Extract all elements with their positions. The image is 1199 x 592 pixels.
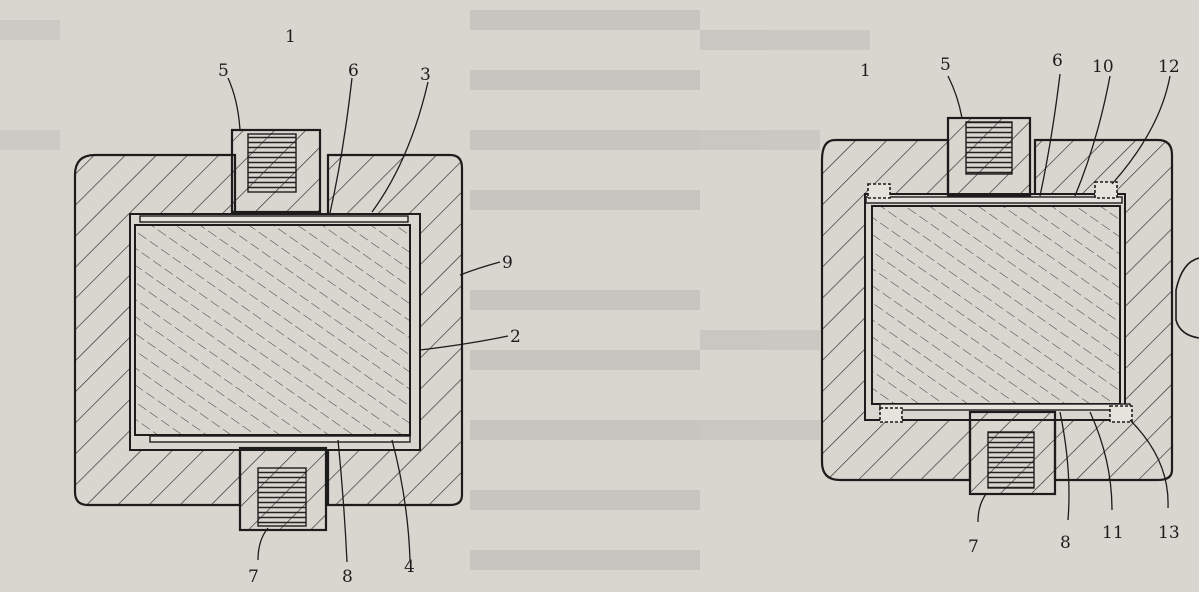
right-label-8: 8 bbox=[1060, 533, 1071, 553]
right-labels: 1 5 6 10 12 7 8 11 13 bbox=[860, 51, 1180, 557]
right-bottom-terminal-thread bbox=[987, 431, 1035, 489]
right-label-5: 5 bbox=[940, 55, 951, 75]
left-label-7: 7 bbox=[248, 567, 259, 587]
right-seal-bottom-left bbox=[879, 407, 903, 423]
right-label-6: 6 bbox=[1052, 51, 1063, 71]
left-top-terminal-thread bbox=[247, 133, 297, 193]
right-ceramic-element bbox=[871, 205, 1121, 405]
left-label-2: 2 bbox=[510, 327, 521, 347]
right-label-13: 13 bbox=[1158, 523, 1180, 543]
left-ceramic-element bbox=[134, 224, 411, 436]
left-label-6: 6 bbox=[348, 61, 359, 81]
left-top-electrode bbox=[139, 215, 409, 223]
right-external-lead bbox=[1175, 257, 1199, 339]
left-labels: 1 5 6 3 9 2 7 8 4 bbox=[218, 27, 521, 587]
left-bottom-electrode bbox=[149, 435, 411, 443]
right-label-11: 11 bbox=[1102, 523, 1124, 543]
left-label-4: 4 bbox=[404, 557, 415, 577]
right-figure bbox=[820, 73, 1199, 523]
right-seal-bottom-right bbox=[1109, 405, 1133, 423]
right-top-terminal-thread bbox=[965, 121, 1013, 175]
left-figure bbox=[73, 77, 509, 563]
right-bottom-electrode bbox=[879, 403, 1131, 411]
bleed-through-texture bbox=[0, 10, 870, 570]
right-seal-top-right bbox=[1094, 181, 1118, 199]
left-label-3: 3 bbox=[420, 65, 431, 85]
left-bottom-terminal-thread bbox=[257, 467, 307, 527]
left-label-1: 1 bbox=[285, 27, 296, 47]
right-label-12: 12 bbox=[1158, 57, 1180, 77]
right-label-7: 7 bbox=[968, 537, 979, 557]
right-label-10: 10 bbox=[1092, 57, 1114, 77]
left-leader-lines bbox=[227, 77, 509, 563]
right-seal-top-left bbox=[867, 183, 891, 199]
left-label-8: 8 bbox=[342, 567, 353, 587]
right-leader-lines bbox=[947, 73, 1171, 523]
left-label-5: 5 bbox=[218, 61, 229, 81]
right-top-electrode bbox=[865, 196, 1123, 204]
right-label-1: 1 bbox=[860, 61, 871, 81]
left-label-9: 9 bbox=[502, 253, 513, 273]
